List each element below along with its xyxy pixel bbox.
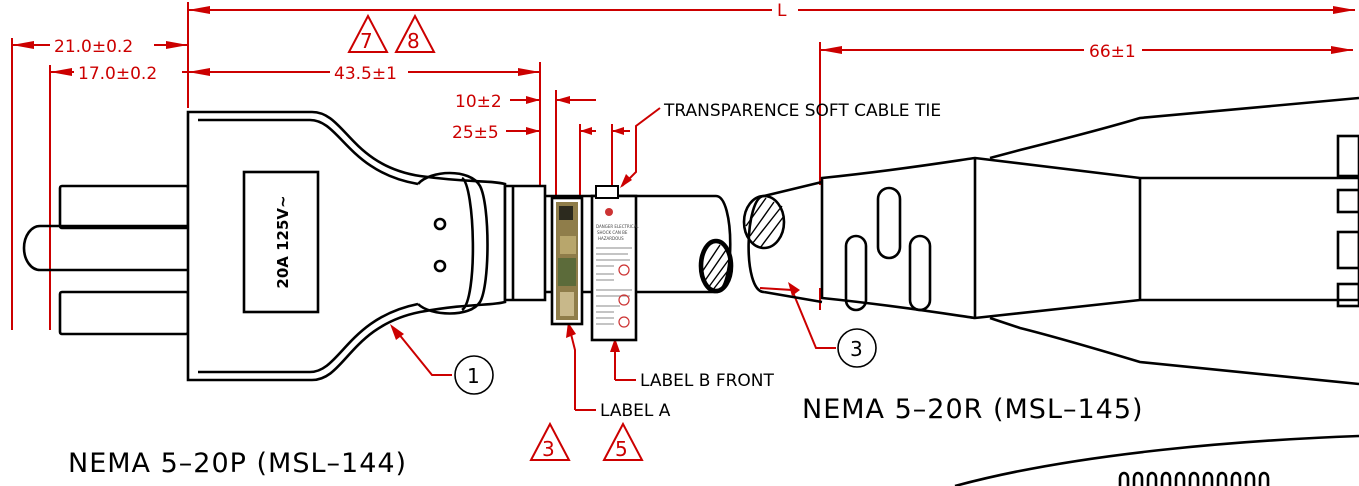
bottom-pin xyxy=(58,290,190,336)
cable-break-hatch xyxy=(700,240,732,292)
revision-triangle-8 xyxy=(394,13,436,53)
revision-marks: 7 8 3 5 xyxy=(347,13,644,461)
svg-text:HAZARDOUS: HAZARDOUS xyxy=(598,236,624,241)
revision-triangle-7 xyxy=(347,13,389,53)
callout-3 xyxy=(837,328,877,368)
top-pin xyxy=(58,184,190,230)
label-a-caption: LABEL A xyxy=(600,401,671,421)
bottom-ridges xyxy=(1118,471,1270,486)
label-b: DANGER ELECTRICAL SHOCK CAN BE HAZARDOUS xyxy=(590,185,639,342)
dim-label-a-gap: 10±2 xyxy=(455,92,502,112)
ground-pin xyxy=(22,224,188,272)
svg-text:SHOCK CAN BE: SHOCK CAN BE xyxy=(597,230,628,235)
dim-ground-pin-length: 17.0±0.2 xyxy=(78,64,157,84)
dim-label-b-offset: 25±5 xyxy=(452,123,499,143)
plug-body xyxy=(186,110,507,382)
plug-nema-5-20p: 20A 125V~ xyxy=(22,110,547,382)
revision-triangle-3 xyxy=(529,421,571,461)
svg-text:7: 7 xyxy=(360,29,373,53)
callout-1 xyxy=(454,355,494,395)
connector-nema-5-20r xyxy=(820,96,1359,486)
label-a xyxy=(550,196,584,326)
svg-text:1: 1 xyxy=(467,364,480,388)
dim-overall-length: L xyxy=(777,1,787,21)
svg-text:8: 8 xyxy=(407,29,420,53)
svg-text:3: 3 xyxy=(850,337,863,361)
rating-label xyxy=(242,170,320,314)
svg-text:5: 5 xyxy=(615,437,628,461)
dimension-texts: 21.0±0.2 17.0±0.2 43.5±1 L 10±2 25±5 66±… xyxy=(50,1,1142,143)
dim-pin-length: 21.0±0.2 xyxy=(54,37,133,57)
dim-plug-to-label: 43.5±1 xyxy=(334,64,397,84)
svg-text:DANGER ELECTRICAL: DANGER ELECTRICAL xyxy=(596,224,639,229)
dim-connector-length: 66±1 xyxy=(1089,42,1136,62)
cable xyxy=(545,180,823,304)
text-labels: TRANSPARENCE SOFT CABLE TIE LABEL B FRON… xyxy=(68,101,1144,479)
cable-tie-label: TRANSPARENCE SOFT CABLE TIE xyxy=(663,101,941,121)
revision-triangle-5 xyxy=(602,421,644,461)
svg-text:3: 3 xyxy=(542,437,555,461)
plug-name: NEMA 5–20P (MSL–144) xyxy=(68,448,407,479)
label-b-caption: LABEL B FRONT xyxy=(640,371,775,391)
plug-rating-text: 20A 125V~ xyxy=(274,195,292,288)
callouts: 1 3 xyxy=(454,328,877,395)
connector-name: NEMA 5–20R (MSL–145) xyxy=(802,394,1144,425)
